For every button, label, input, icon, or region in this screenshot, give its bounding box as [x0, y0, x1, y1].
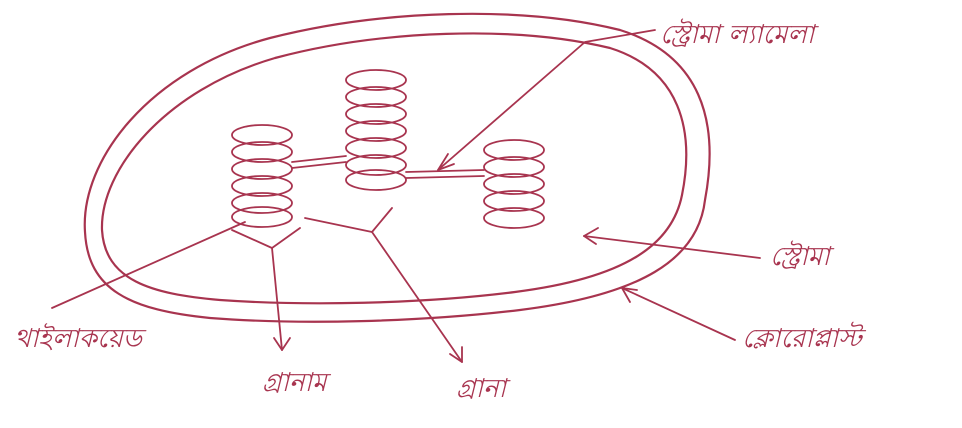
- granum-bracket: [231, 227, 301, 249]
- thylakoid-pointer: [51, 221, 246, 309]
- granum-pointer: [271, 247, 283, 351]
- stroma-lamellae: [291, 155, 485, 179]
- stroma-pointer: [583, 235, 761, 259]
- thylakoid-disc: [231, 206, 293, 228]
- label-grana: গ্রানা: [456, 374, 507, 404]
- chloroplast-pointer: [621, 287, 736, 341]
- label-chloroplast: ক্লোরোপ্লাস্ট: [742, 324, 862, 354]
- label-granum: গ্রানাম: [262, 368, 327, 398]
- granum-stack-right: [483, 139, 545, 229]
- label-thylakoid: থাইলাকয়েড: [14, 324, 142, 354]
- granum-stack-left: [231, 124, 293, 228]
- stroma-lamella-pointer: [437, 29, 656, 171]
- grana-bracket: [304, 207, 393, 233]
- grana-pointer: [371, 231, 463, 363]
- label-stroma-lamella: স্ট্রোমা ল্যামেলা: [660, 20, 815, 50]
- granum-stack-middle: [345, 69, 407, 191]
- inner-membrane: [100, 32, 688, 305]
- outer-membrane: [83, 12, 711, 323]
- label-stroma: স্ট্রোমা: [770, 242, 830, 272]
